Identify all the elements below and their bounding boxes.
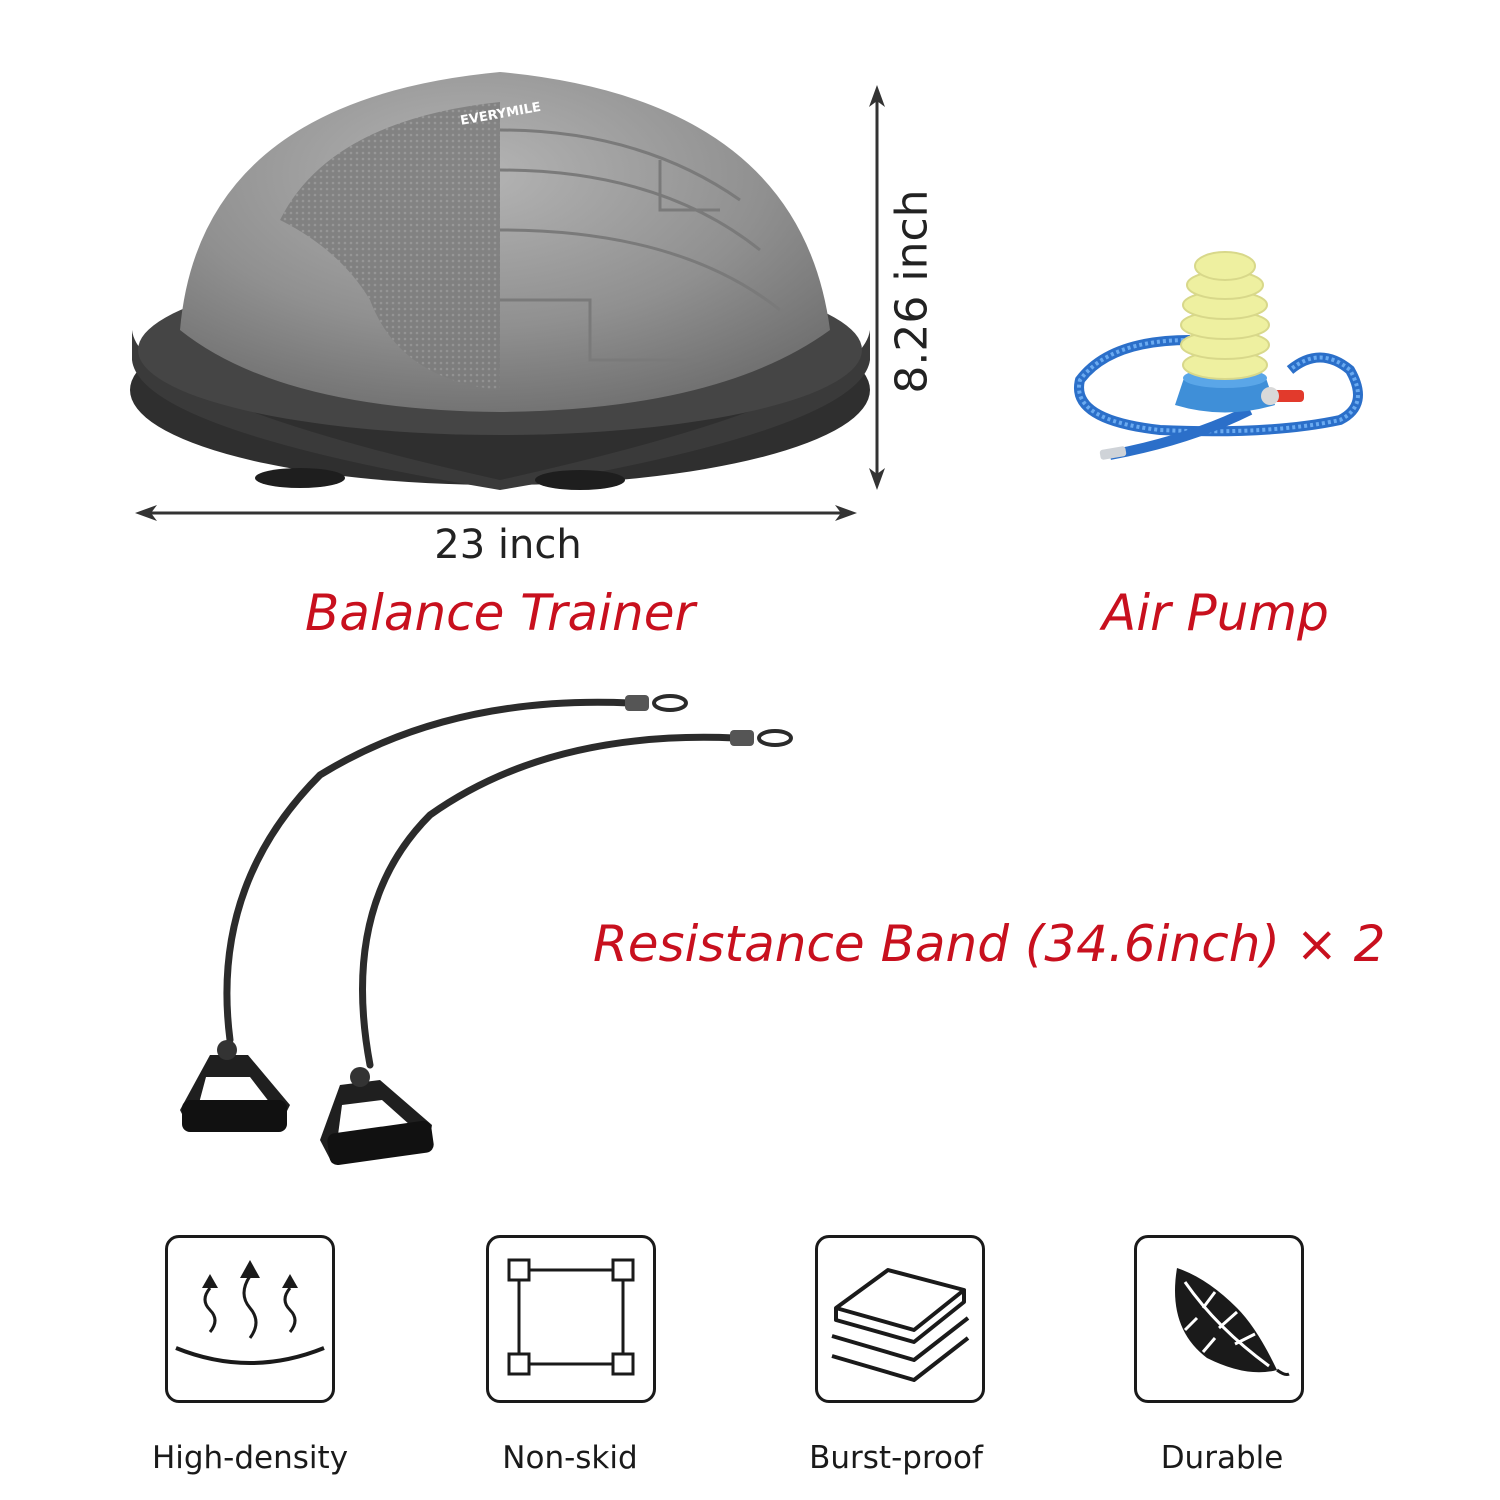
feature-card-non-skid xyxy=(486,1235,656,1403)
feature-label-high-density: High-density xyxy=(151,1440,349,1476)
air-pump-image xyxy=(1074,251,1363,460)
feature-card-high-density xyxy=(165,1235,335,1403)
resistance-bands-image xyxy=(180,694,793,1166)
resistance-band-caption: Resistance Band (34.6inch) × 2 xyxy=(593,915,1386,973)
feature-card-burst-proof xyxy=(815,1235,985,1403)
air-pump-caption: Air Pump xyxy=(1102,584,1329,642)
heat-waves-icon xyxy=(175,1260,325,1365)
balance-trainer-image: EVERYMILE xyxy=(130,72,870,490)
width-label: 23 inch xyxy=(434,522,582,568)
feature-label-burst-proof: Burst-proof xyxy=(809,1440,983,1476)
square-corners-icon xyxy=(507,1258,635,1376)
stacked-layers-icon xyxy=(831,1268,970,1382)
feature-label-non-skid: Non-skid xyxy=(502,1440,638,1476)
feature-card-durable xyxy=(1134,1235,1304,1403)
height-label: 8.26 inch xyxy=(886,189,938,394)
leaf-icon xyxy=(1175,1268,1290,1376)
balance-trainer-caption: Balance Trainer xyxy=(305,584,696,642)
width-dimension-arrow xyxy=(135,505,857,521)
feature-label-durable: Durable xyxy=(1160,1440,1284,1476)
height-dimension-arrow xyxy=(869,85,885,490)
